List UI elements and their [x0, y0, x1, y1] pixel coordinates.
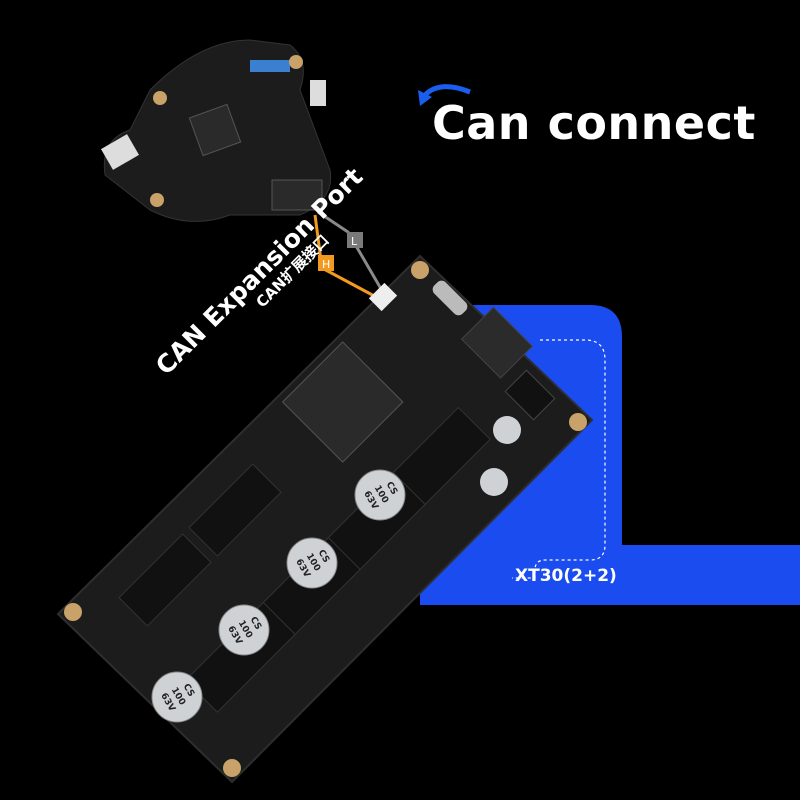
- mount-hole: [153, 91, 167, 105]
- wire-l-tag: [347, 232, 363, 248]
- toolhead-connector: [310, 80, 326, 106]
- terminal-block: [504, 369, 556, 421]
- capacitor: CS 100 63V: [151, 671, 203, 723]
- mount-hole: [150, 193, 164, 207]
- toolhead-connector: [250, 60, 290, 72]
- wire-l-label: L: [351, 235, 358, 248]
- xt30-dashed-line: [512, 339, 606, 579]
- small-capacitor: [480, 468, 508, 496]
- main-board: [56, 254, 594, 784]
- driver-socket: [118, 533, 212, 627]
- mount-hole: [223, 759, 241, 777]
- mount-hole: [411, 261, 429, 279]
- mcu-chip: [281, 341, 404, 463]
- curved-arrow-head: [418, 90, 432, 106]
- wire-h-label: H: [322, 258, 330, 271]
- capacitor: CS 100 63V: [354, 469, 406, 521]
- curved-arrow-icon: [423, 84, 471, 97]
- mount-hole: [569, 413, 587, 431]
- small-capacitor: [493, 416, 521, 444]
- toolhead-connector: [101, 134, 139, 170]
- wire-h-tag: [318, 255, 334, 271]
- headline: Can connect: [432, 96, 756, 150]
- xt30-connector: [460, 306, 534, 379]
- mount-hole: [64, 603, 82, 621]
- toolhead-can-port: [271, 179, 323, 211]
- xt30-label: XT30(2+2): [515, 566, 617, 586]
- capacitor: CS 100 63V: [218, 604, 270, 656]
- usb-c-port: [432, 280, 468, 316]
- toolhead-chip: [188, 103, 242, 157]
- can-connector: [368, 282, 398, 312]
- mount-hole: [289, 55, 303, 69]
- driver-socket: [188, 463, 282, 557]
- capacitor: CS 100 63V: [286, 537, 338, 589]
